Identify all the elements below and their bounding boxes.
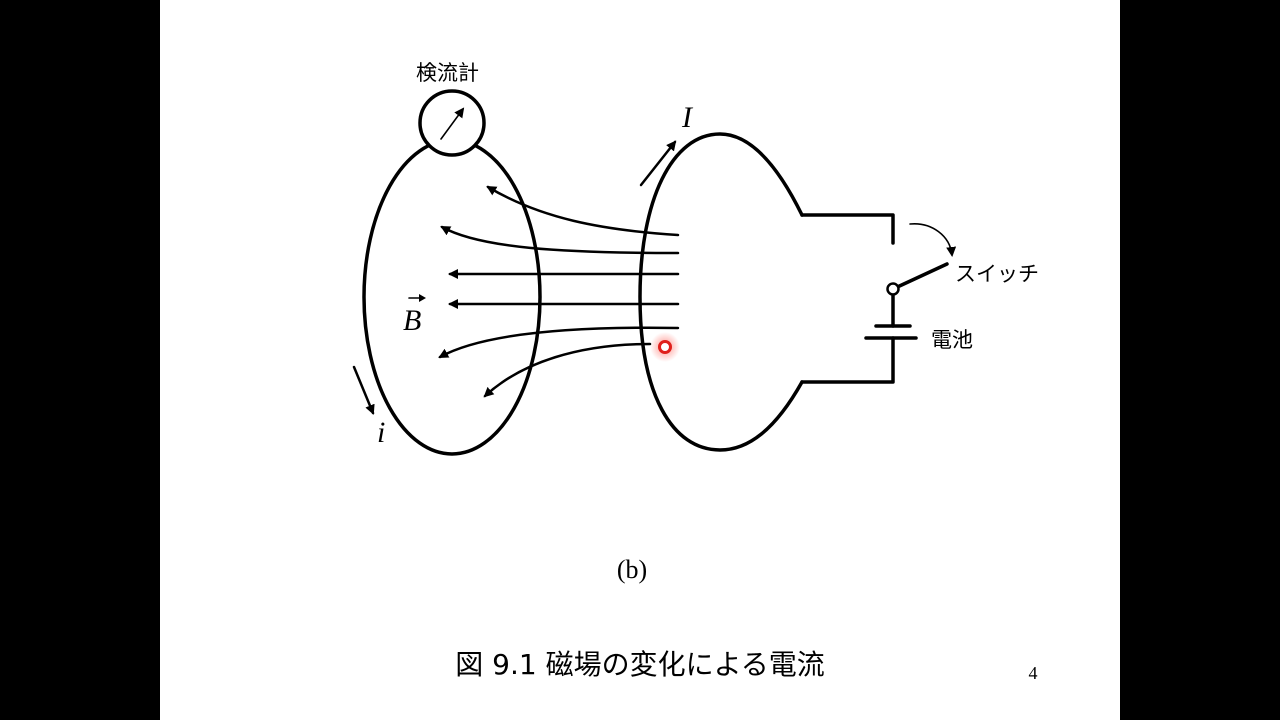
primary-current-label: I	[681, 101, 694, 134]
field-line	[438, 326, 680, 359]
galvanometer	[418, 89, 486, 157]
galvanometer-label: 検流計	[416, 61, 479, 85]
primary-coil-loop	[638, 132, 804, 452]
slide	[160, 0, 1120, 720]
field-line	[483, 342, 652, 398]
laser-pointer	[650, 332, 680, 362]
figure-caption: 図 9.1 磁場の変化による電流	[455, 648, 825, 681]
primary-current-arrow	[639, 140, 677, 187]
battery-label: 電池	[931, 328, 973, 352]
switch-label: スイッチ	[955, 262, 1039, 286]
subfigure-label: (b)	[617, 555, 647, 584]
switch[interactable]	[886, 223, 957, 296]
circuit-wire-bottom	[800, 336, 895, 384]
field-label: B	[403, 294, 426, 337]
magnetic-field-lines	[438, 185, 680, 398]
page-number: 4	[1029, 663, 1038, 683]
secondary-coil-loop	[362, 138, 542, 456]
battery	[864, 324, 918, 340]
circuit-wire-top	[800, 213, 895, 245]
field-line	[440, 225, 680, 255]
svg-text:B: B	[403, 304, 421, 337]
induced-current-label: i	[377, 416, 385, 449]
field-line	[486, 185, 680, 237]
induced-current-arrow	[352, 365, 375, 415]
